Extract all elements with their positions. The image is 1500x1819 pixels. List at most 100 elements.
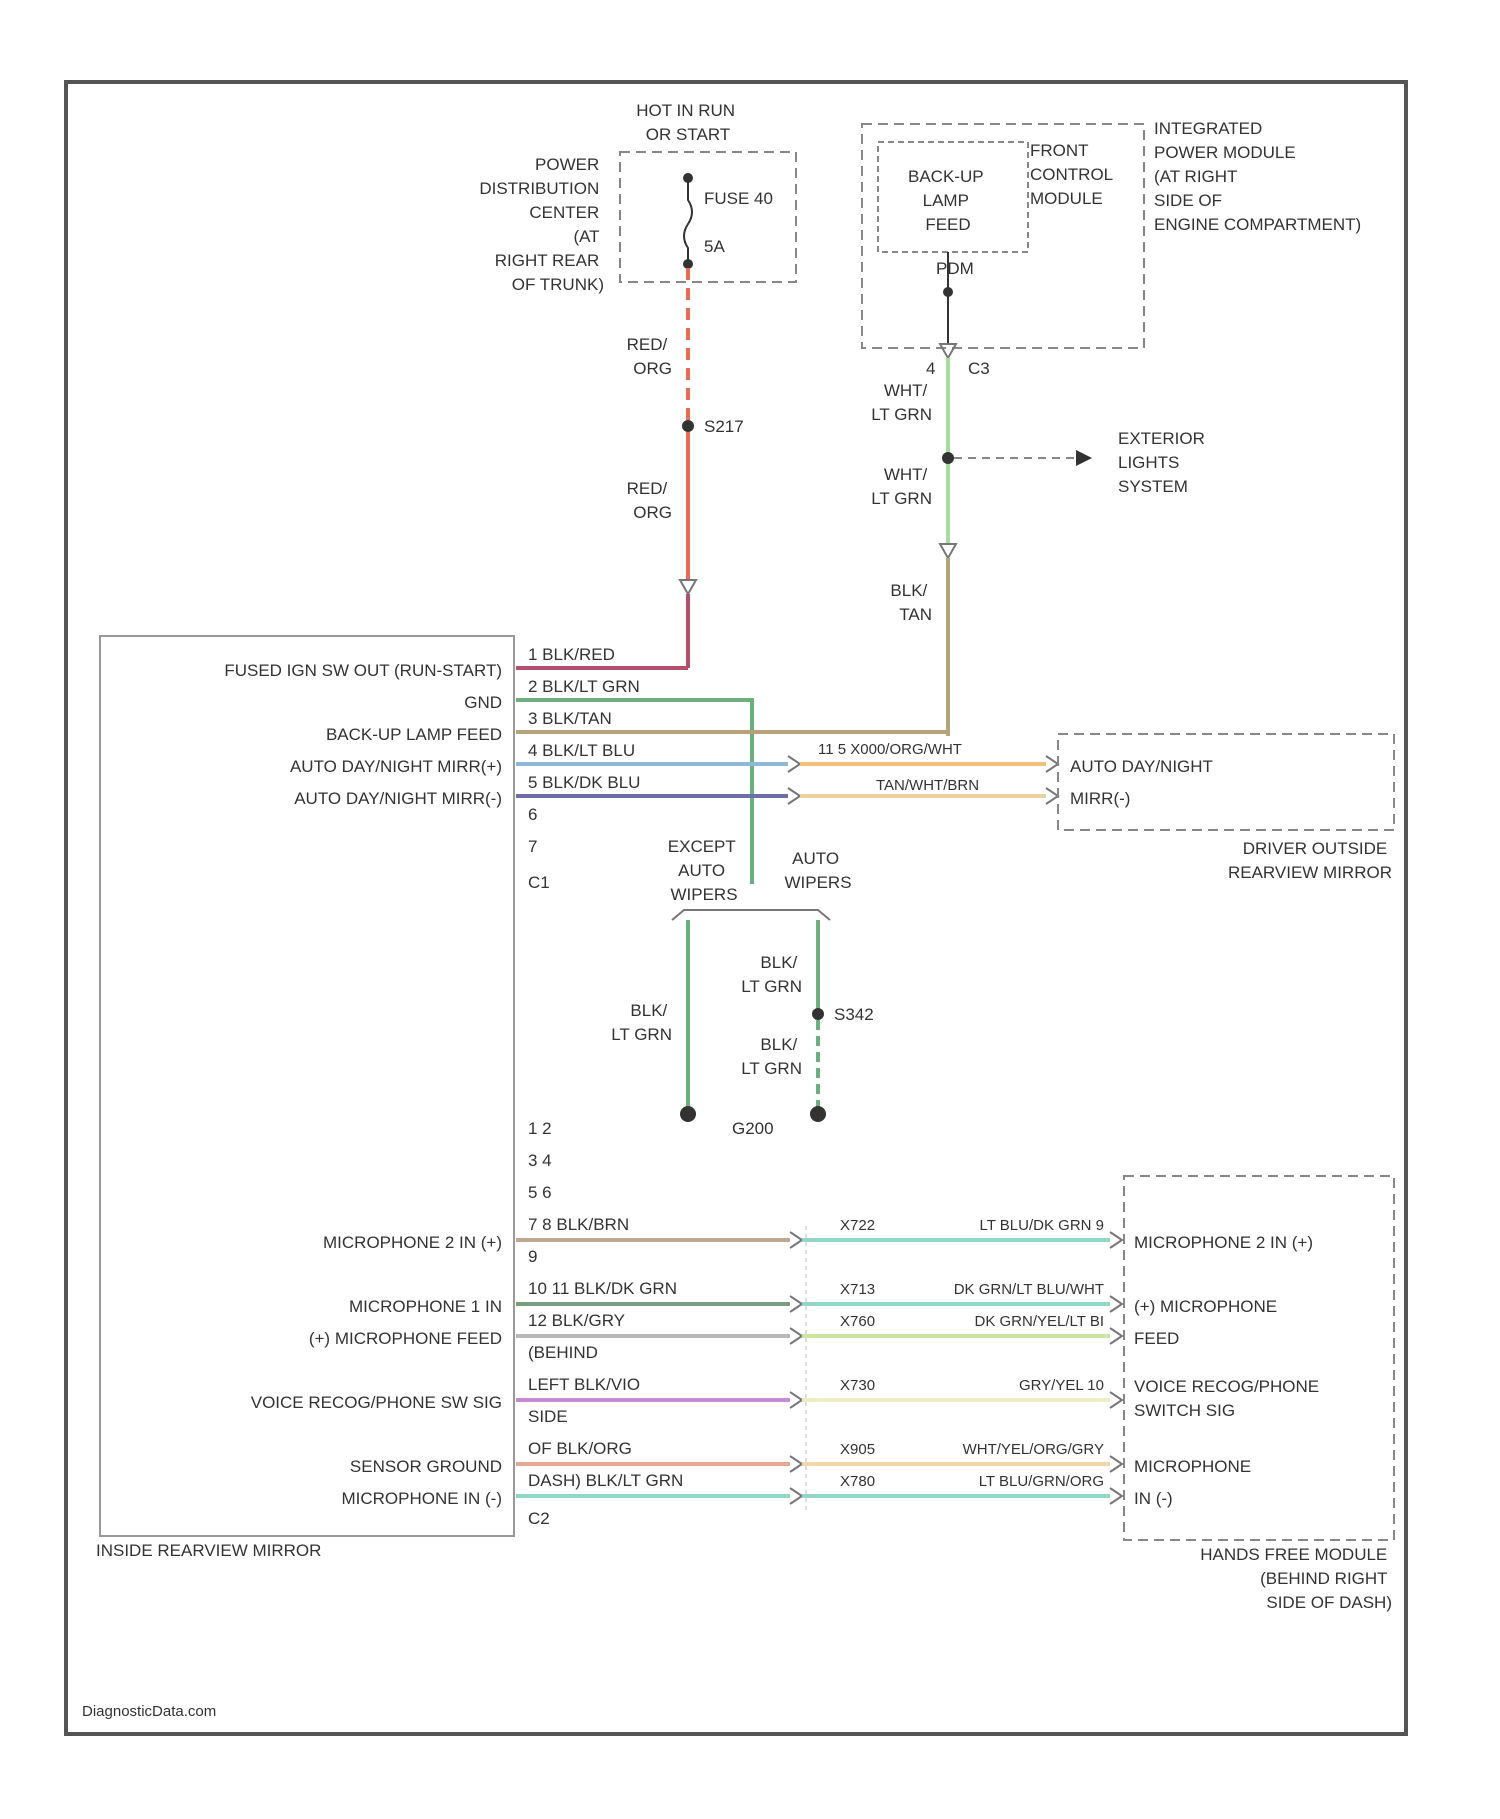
inside-mirror-title: INSIDE REARVIEW MIRROR: [96, 1541, 321, 1560]
blk-ltgrn-right-label-1: BLK/ LT GRN: [741, 953, 802, 996]
diagram-frame: [66, 82, 1406, 1734]
right-color-5: WHT/YEL/ORG/GRY: [963, 1441, 1104, 1458]
mirror-pin-mic2: MICROPHONE 2 IN (+): [323, 1233, 502, 1252]
hfm-connector-5: [1110, 1456, 1122, 1472]
fuse-symbol: [684, 178, 692, 264]
driver-mirror-pin-1: AUTO DAY/NIGHT: [1070, 757, 1213, 776]
hfm-box: [1124, 1176, 1394, 1540]
ipm-box: [862, 124, 1144, 348]
hfm-pin-5: SWITCH SIG: [1134, 1401, 1235, 1420]
hfm-connector-6: [1110, 1488, 1122, 1504]
inline-connector-4: [790, 1392, 802, 1408]
mirror-pin-auto-plus: AUTO DAY/NIGHT MIRR(+): [290, 757, 502, 776]
auto-wipers-label: AUTO WIPERS: [784, 849, 851, 892]
right-color-3: DK GRN/YEL/LT BI: [975, 1313, 1105, 1330]
wire-red-org-label-1: RED/ ORG: [627, 335, 672, 378]
c2-row-2: 3 4: [528, 1151, 552, 1170]
connector-driver-minus: [1046, 788, 1058, 804]
fcm-label: FRONT CONTROL MODULE: [1030, 141, 1117, 208]
mid-wire-label-1: 11 5 X000/ORG/WHT: [818, 741, 962, 758]
c2-row-6: 10 11 BLK/DK GRN: [528, 1279, 677, 1298]
circuit-x713: X713: [840, 1281, 875, 1298]
c2-row-5: 9: [528, 1247, 537, 1266]
inline-connector-1: [790, 1232, 802, 1248]
pdc-label: POWER DISTRIBUTION CENTER (AT RIGHT REAR…: [479, 155, 604, 294]
mirror-pin-backup: BACK-UP LAMP FEED: [326, 725, 502, 744]
c2-row-10: SIDE: [528, 1407, 568, 1426]
hfm-connector-2: [1110, 1296, 1122, 1312]
connector-driver-plus: [1046, 756, 1058, 772]
wire-wht-ltgrn-label-2: WHT/ LT GRN: [871, 465, 932, 508]
hfm-title: HANDS FREE MODULE (BEHIND RIGHT SIDE OF …: [1200, 1545, 1392, 1612]
driver-mirror-box: [1058, 734, 1394, 830]
wire-blk-tan-label: BLK/ TAN: [890, 581, 932, 624]
c2-row-9: LEFT BLK/VIO: [528, 1375, 640, 1394]
c2-row-7: 12 BLK/GRY: [528, 1311, 625, 1330]
pdm-label: PDM: [936, 259, 974, 278]
hfm-pin-2: (+) MICROPHONE: [1134, 1297, 1277, 1316]
c2-row-11: OF BLK/ORG: [528, 1439, 632, 1458]
blk-ltgrn-left-label: BLK/ LT GRN: [611, 1001, 672, 1044]
ground-g200-label: G200: [732, 1119, 774, 1138]
splice-s342: [812, 1008, 824, 1020]
circuit-x780: X780: [840, 1473, 875, 1490]
inline-connector-2: [790, 1296, 802, 1312]
c1-row-1: 1 BLK/RED: [528, 645, 615, 664]
hfm-connector-4: [1110, 1392, 1122, 1408]
driver-mirror-pin-2: MIRR(-): [1070, 789, 1130, 808]
circuit-x730: X730: [840, 1377, 875, 1394]
hfm-pin-3: FEED: [1134, 1329, 1179, 1348]
c2-row-12: DASH) BLK/LT GRN: [528, 1471, 683, 1490]
hfm-pin-7: IN (-): [1134, 1489, 1173, 1508]
mirror-pin-mic-in-minus: MICROPHONE IN (-): [341, 1489, 502, 1508]
wire-red-org-label-2: RED/ ORG: [627, 479, 672, 522]
splice-s217: [682, 420, 694, 432]
c1-row-7: 7: [528, 837, 537, 856]
mirror-pin-sensor-gnd: SENSOR GROUND: [350, 1457, 502, 1476]
mirror-pin-mic1: MICROPHONE 1 IN: [349, 1297, 502, 1316]
c2-row-8: (BEHIND: [528, 1343, 598, 1362]
inline-connector-5: [790, 1456, 802, 1472]
mirror-pin-mic-feed: (+) MICROPHONE FEED: [309, 1329, 502, 1348]
c1-row-6: 6: [528, 805, 537, 824]
backup-feed-label: BACK-UP LAMP FEED: [908, 167, 988, 234]
inline-connector-6: [790, 1488, 802, 1504]
c2-label: C2: [528, 1509, 550, 1528]
c2-row-4: 7 8 BLK/BRN: [528, 1215, 629, 1234]
connector-auto-minus: [788, 788, 800, 804]
pdc-box: [620, 152, 796, 282]
hfm-pin-1: MICROPHONE 2 IN (+): [1134, 1233, 1313, 1252]
connector-c3-symbol: [940, 344, 956, 358]
connector-symbol-wht: [940, 544, 956, 558]
splice-s217-label: S217: [704, 417, 744, 436]
right-color-4: GRY/YEL 10: [1019, 1377, 1104, 1394]
hot-in-run-label: HOT IN RUN OR START: [636, 101, 740, 144]
circuit-x760: X760: [840, 1313, 875, 1330]
mirror-pin-auto-minus: AUTO DAY/NIGHT MIRR(-): [294, 789, 502, 808]
fuse-label: FUSE 40: [704, 189, 773, 208]
fuse-amp-label: 5A: [704, 237, 725, 256]
fuse-bottom-node: [683, 259, 693, 269]
ext-lights-label: EXTERIOR LIGHTS SYSTEM: [1118, 429, 1210, 496]
c2-row-3: 5 6: [528, 1183, 552, 1202]
ground-node-left: [680, 1106, 696, 1122]
hfm-pin-4: VOICE RECOG/PHONE: [1134, 1377, 1319, 1396]
c1-row-3: 3 BLK/TAN: [528, 709, 612, 728]
ground-node-right: [810, 1106, 826, 1122]
blk-ltgrn-right-label-2: BLK/ LT GRN: [741, 1035, 802, 1078]
c1-row-5: 5 BLK/DK BLU: [528, 773, 640, 792]
circuit-x905: X905: [840, 1441, 875, 1458]
c1-row-4: 4 BLK/LT BLU: [528, 741, 635, 760]
connector-auto-plus: [788, 756, 800, 772]
c2-row-1: 1 2: [528, 1119, 552, 1138]
driver-mirror-title: DRIVER OUTSIDE REARVIEW MIRROR: [1228, 839, 1392, 882]
right-color-6: LT BLU/GRN/ORG: [979, 1473, 1104, 1490]
circuit-x722: X722: [840, 1217, 875, 1234]
ipm-label: INTEGRATED POWER MODULE (AT RIGHT SIDE O…: [1154, 119, 1361, 234]
right-color-1: LT BLU/DK GRN 9: [980, 1217, 1104, 1234]
c1-row-2: 2 BLK/LT GRN: [528, 677, 640, 696]
inline-connector-3: [790, 1328, 802, 1344]
fcm-output-node: [943, 287, 953, 297]
c1-label: C1: [528, 873, 550, 892]
